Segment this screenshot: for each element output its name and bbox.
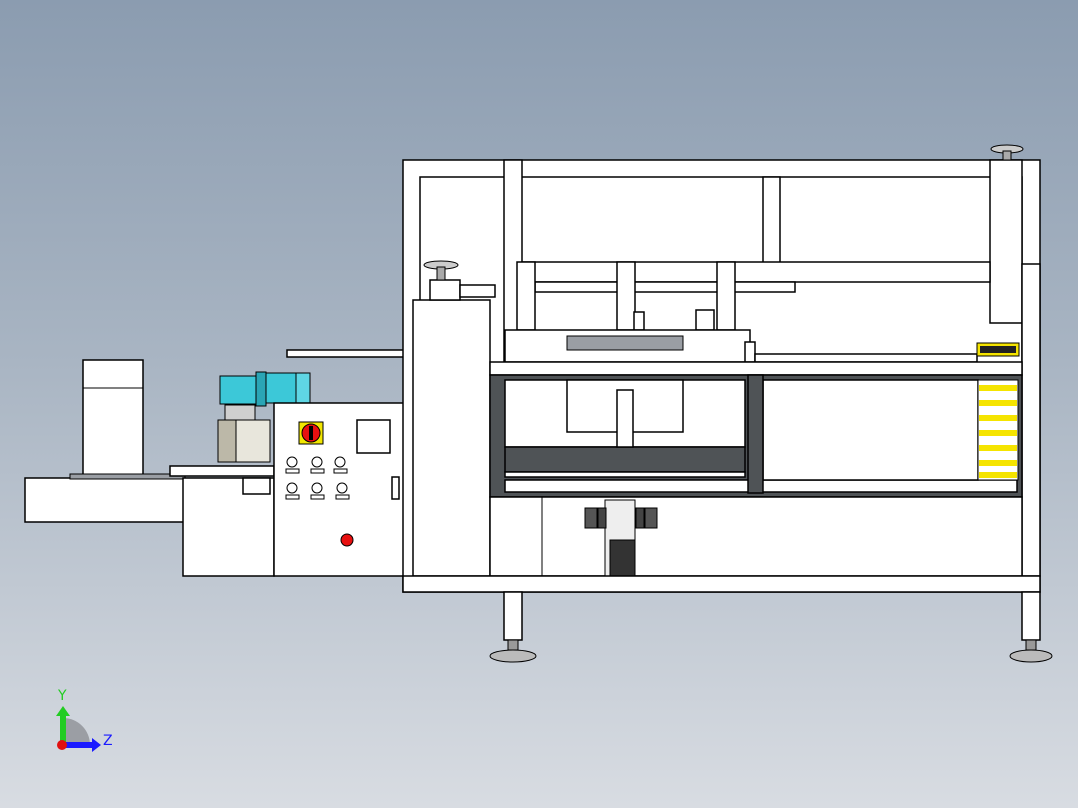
top-rail bbox=[521, 261, 991, 283]
left-column bbox=[412, 299, 491, 577]
emergency-stop-button[interactable] bbox=[340, 533, 354, 547]
display-window bbox=[356, 419, 391, 454]
y-axis-arrow bbox=[60, 714, 66, 745]
conveyor-base bbox=[24, 477, 186, 523]
leg-right bbox=[1021, 591, 1041, 641]
foot-left bbox=[489, 649, 537, 663]
foot-right bbox=[1009, 649, 1053, 663]
cylinder-mechanism bbox=[584, 499, 658, 577]
yellow-rack bbox=[977, 379, 1019, 502]
leg-left bbox=[503, 591, 523, 641]
z-axis-label: Z bbox=[103, 733, 113, 749]
tall-box bbox=[82, 359, 144, 479]
y-axis-label: Y bbox=[57, 688, 67, 704]
axis-triad: Y Z bbox=[56, 688, 113, 752]
z-axis-arrow bbox=[63, 742, 93, 748]
door-handle[interactable] bbox=[391, 476, 400, 500]
gear-motor bbox=[219, 371, 311, 407]
selector-knobs[interactable] bbox=[285, 456, 350, 500]
x-axis-dot bbox=[57, 740, 67, 750]
